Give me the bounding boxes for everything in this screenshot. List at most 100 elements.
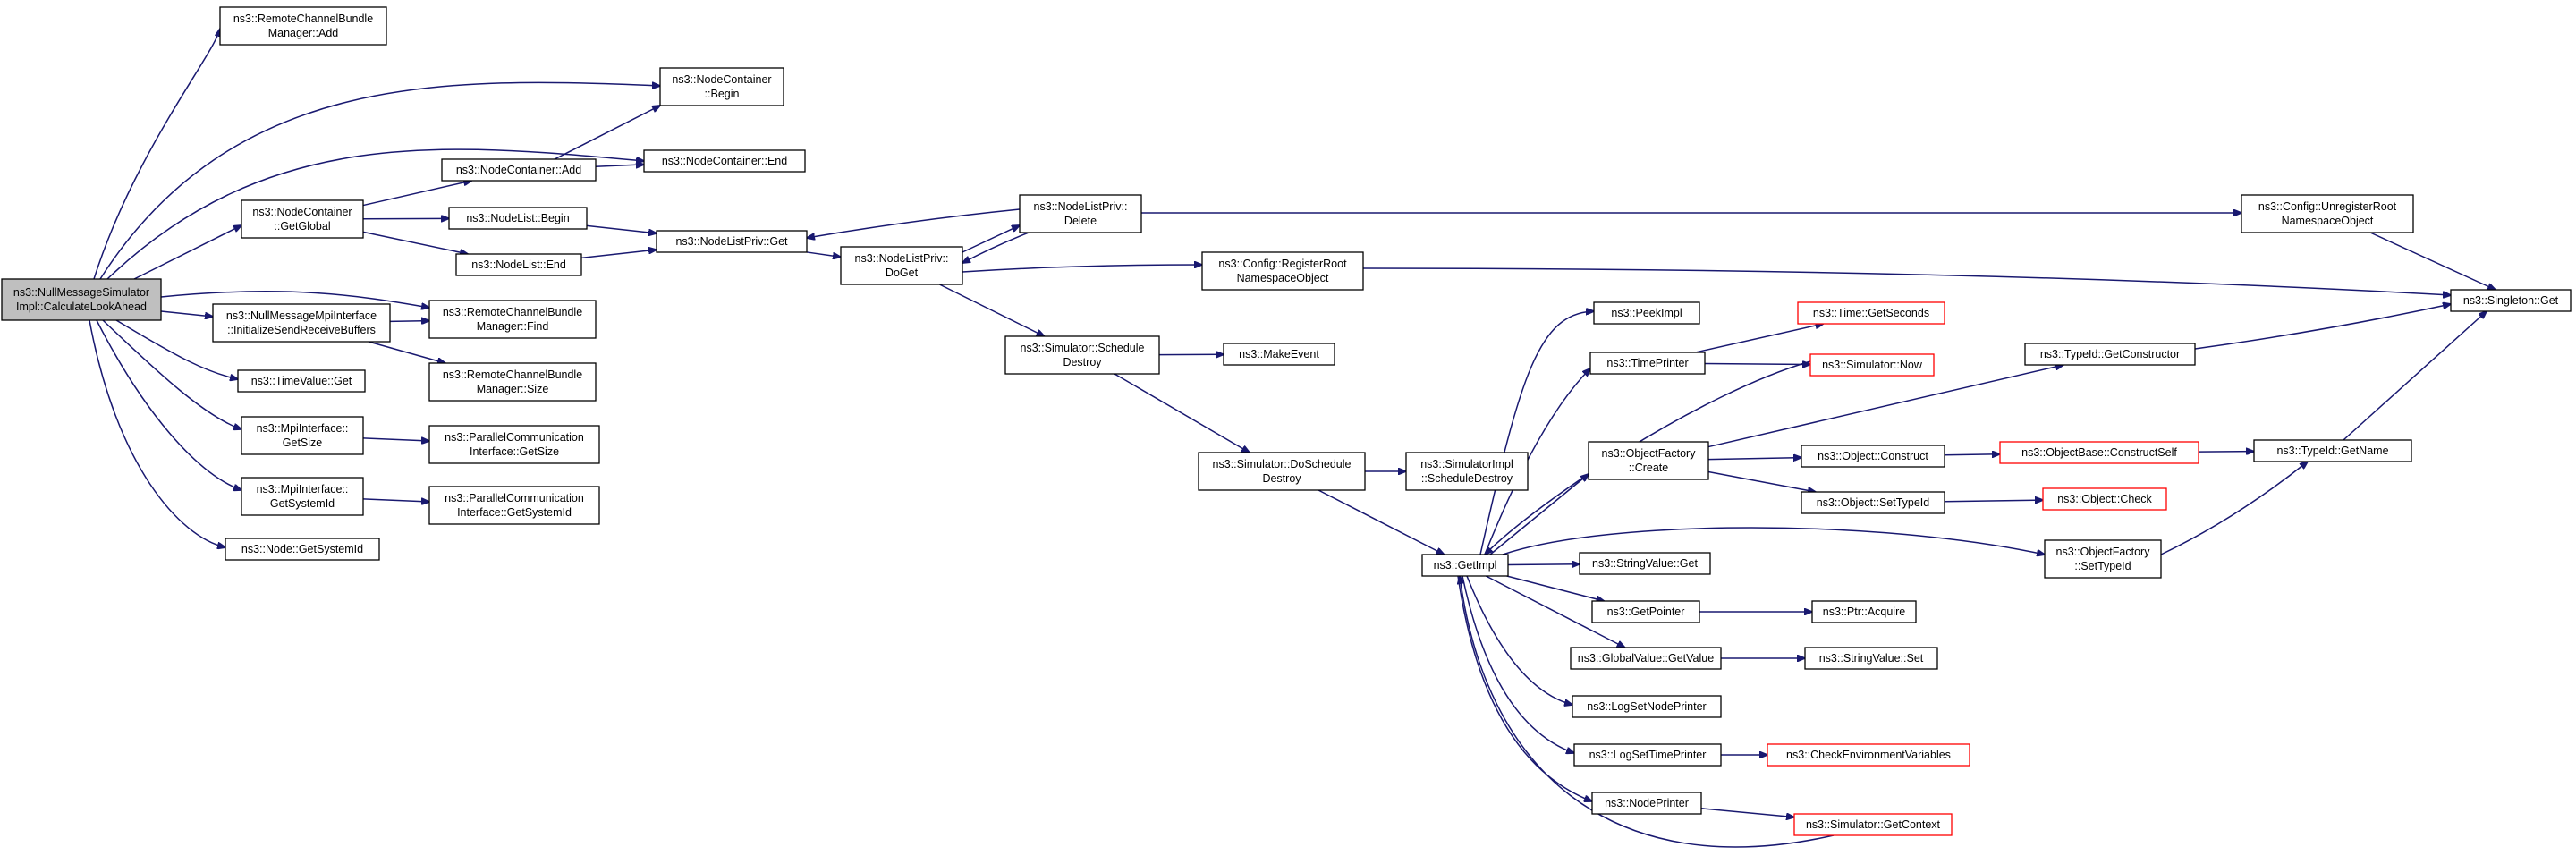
node-mpi_getsize[interactable]: ns3::MpiInterface::GetSize [241, 416, 364, 455]
node-cfg_unreg[interactable]: ns3::Config::UnregisterRootNamespaceObje… [2241, 194, 2414, 233]
node-box-cfg_unreg[interactable] [2241, 194, 2414, 233]
node-nl_begin[interactable]: ns3::NodeList::Begin [448, 207, 588, 230]
node-box-checkenv[interactable] [1767, 743, 1970, 767]
node-box-simimpl_schedd[interactable] [1405, 452, 1529, 491]
node-nc_getglobal[interactable]: ns3::NodeContainer::GetGlobal [241, 199, 364, 239]
node-nlp_delete[interactable]: ns3::NodeListPriv::Delete [1019, 194, 1142, 233]
node-box-logsettimeprinter[interactable] [1573, 743, 1722, 767]
node-box-rcbm_size[interactable] [428, 362, 597, 402]
node-nc_end[interactable]: ns3::NodeContainer::End [643, 149, 806, 173]
node-of_settypeid[interactable]: ns3::ObjectFactory::SetTypeId [2044, 539, 2162, 579]
node-obj_check[interactable]: ns3::Object::Check [2042, 487, 2167, 511]
node-sim_getcontext[interactable]: ns3::Simulator::GetContext [1793, 813, 1953, 836]
node-box-nc_end[interactable] [643, 149, 806, 173]
node-box-sim_getcontext[interactable] [1793, 813, 1953, 836]
node-ptr_acquire[interactable]: ns3::Ptr::Acquire [1811, 600, 1917, 623]
node-box-pci_getsize[interactable] [428, 425, 600, 464]
node-typeid_getctor[interactable]: ns3::TypeId::GetConstructor [2024, 343, 2196, 366]
node-box-getpointer[interactable] [1591, 600, 1700, 623]
node-box-nlp_delete[interactable] [1019, 194, 1142, 233]
node-root[interactable]: ns3::NullMessageSimulatorImpl::Calculate… [1, 278, 162, 321]
node-tv_get[interactable]: ns3::TimeValue::Get [237, 369, 366, 393]
node-sv_set[interactable]: ns3::StringValue::Set [1804, 647, 1938, 670]
node-box-rcbm_add[interactable] [219, 6, 387, 46]
node-simimpl_schedd[interactable]: ns3::SimulatorImpl::ScheduleDestroy [1405, 452, 1529, 491]
node-box-sim_doschedd[interactable] [1198, 452, 1366, 491]
node-sim_schedd[interactable]: ns3::Simulator::ScheduleDestroy [1004, 335, 1160, 375]
node-box-time_getseconds[interactable] [1797, 301, 1945, 325]
node-node_getsysid[interactable]: ns3::Node::GetSystemId [225, 538, 380, 561]
node-checkenv[interactable]: ns3::CheckEnvironmentVariables [1767, 743, 1970, 767]
node-obj_settypeid[interactable]: ns3::Object::SetTypeId [1801, 491, 1945, 514]
node-sv_get[interactable]: ns3::StringValue::Get [1579, 552, 1711, 575]
node-box-timeprinter[interactable] [1589, 352, 1706, 375]
node-nmmi_init[interactable]: ns3::NullMessageMpiInterface::Initialize… [212, 303, 391, 343]
node-box-sv_get[interactable] [1579, 552, 1711, 575]
node-singleton_get[interactable]: ns3::Singleton::Get [2450, 289, 2572, 312]
node-peekimpl[interactable]: ns3::PeekImpl [1593, 301, 1700, 325]
node-box-ptr_acquire[interactable] [1811, 600, 1917, 623]
node-box-obj_construct[interactable] [1801, 445, 1945, 468]
node-gv_getvalue[interactable]: ns3::GlobalValue::GetValue [1570, 647, 1722, 670]
node-box-mpi_getsize[interactable] [241, 416, 364, 455]
node-box-logsetnodeprinter[interactable] [1572, 695, 1722, 718]
node-nc_begin[interactable]: ns3::NodeContainer::Begin [659, 67, 784, 106]
node-box-nc_getglobal[interactable] [241, 199, 364, 239]
node-pci_getsize[interactable]: ns3::ParallelCommunicationInterface::Get… [428, 425, 600, 464]
node-box-getimpl[interactable] [1421, 554, 1509, 577]
node-box-nl_end[interactable] [455, 253, 582, 276]
node-of_create[interactable]: ns3::ObjectFactory::Create [1588, 441, 1709, 480]
node-box-node_getsysid[interactable] [225, 538, 380, 561]
node-box-sim_schedd[interactable] [1004, 335, 1160, 375]
node-nc_add[interactable]: ns3::NodeContainer::Add [441, 158, 597, 182]
node-box-nlp_doget[interactable] [840, 246, 963, 285]
node-getpointer[interactable]: ns3::GetPointer [1591, 600, 1700, 623]
node-box-mpi_getsysid[interactable] [241, 477, 364, 516]
node-box-nc_add[interactable] [441, 158, 597, 182]
node-objbase_constructself[interactable]: ns3::ObjectBase::ConstructSelf [1999, 441, 2199, 464]
node-getimpl[interactable]: ns3::GetImpl [1421, 554, 1509, 577]
node-box-gv_getvalue[interactable] [1570, 647, 1722, 670]
node-box-of_create[interactable] [1588, 441, 1709, 480]
node-time_getseconds[interactable]: ns3::Time::GetSeconds [1797, 301, 1945, 325]
node-nodeprinter[interactable]: ns3::NodePrinter [1591, 792, 1702, 815]
node-box-nlp_get[interactable] [656, 230, 808, 253]
node-typeid_getname[interactable]: ns3::TypeId::GetName [2253, 439, 2412, 462]
node-sim_now[interactable]: ns3::Simulator::Now [1809, 353, 1935, 377]
node-box-tv_get[interactable] [237, 369, 366, 393]
node-box-makeevent[interactable] [1223, 343, 1335, 366]
node-nl_end[interactable]: ns3::NodeList::End [455, 253, 582, 276]
node-mpi_getsysid[interactable]: ns3::MpiInterface::GetSystemId [241, 477, 364, 516]
node-box-of_settypeid[interactable] [2044, 539, 2162, 579]
node-box-peekimpl[interactable] [1593, 301, 1700, 325]
node-box-sim_now[interactable] [1809, 353, 1935, 377]
node-box-nmmi_init[interactable] [212, 303, 391, 343]
node-logsettimeprinter[interactable]: ns3::LogSetTimePrinter [1573, 743, 1722, 767]
node-box-cfg_reg[interactable] [1201, 251, 1364, 291]
node-box-singleton_get[interactable] [2450, 289, 2572, 312]
node-box-sv_set[interactable] [1804, 647, 1938, 670]
node-box-typeid_getctor[interactable] [2024, 343, 2196, 366]
node-box-nl_begin[interactable] [448, 207, 588, 230]
node-box-nodeprinter[interactable] [1591, 792, 1702, 815]
node-box-pci_getsysid[interactable] [428, 486, 600, 525]
node-logsetnodeprinter[interactable]: ns3::LogSetNodePrinter [1572, 695, 1722, 718]
node-box-root[interactable] [1, 278, 162, 321]
node-box-obj_check[interactable] [2042, 487, 2167, 511]
node-makeevent[interactable]: ns3::MakeEvent [1223, 343, 1335, 366]
node-timeprinter[interactable]: ns3::TimePrinter [1589, 352, 1706, 375]
node-pci_getsysid[interactable]: ns3::ParallelCommunicationInterface::Get… [428, 486, 600, 525]
node-box-typeid_getname[interactable] [2253, 439, 2412, 462]
node-box-obj_settypeid[interactable] [1801, 491, 1945, 514]
node-nlp_get[interactable]: ns3::NodeListPriv::Get [656, 230, 808, 253]
node-nlp_doget[interactable]: ns3::NodeListPriv::DoGet [840, 246, 963, 285]
node-box-objbase_constructself[interactable] [1999, 441, 2199, 464]
node-box-nc_begin[interactable] [659, 67, 784, 106]
node-box-rcbm_find[interactable] [428, 300, 597, 339]
node-obj_construct[interactable]: ns3::Object::Construct [1801, 445, 1945, 468]
